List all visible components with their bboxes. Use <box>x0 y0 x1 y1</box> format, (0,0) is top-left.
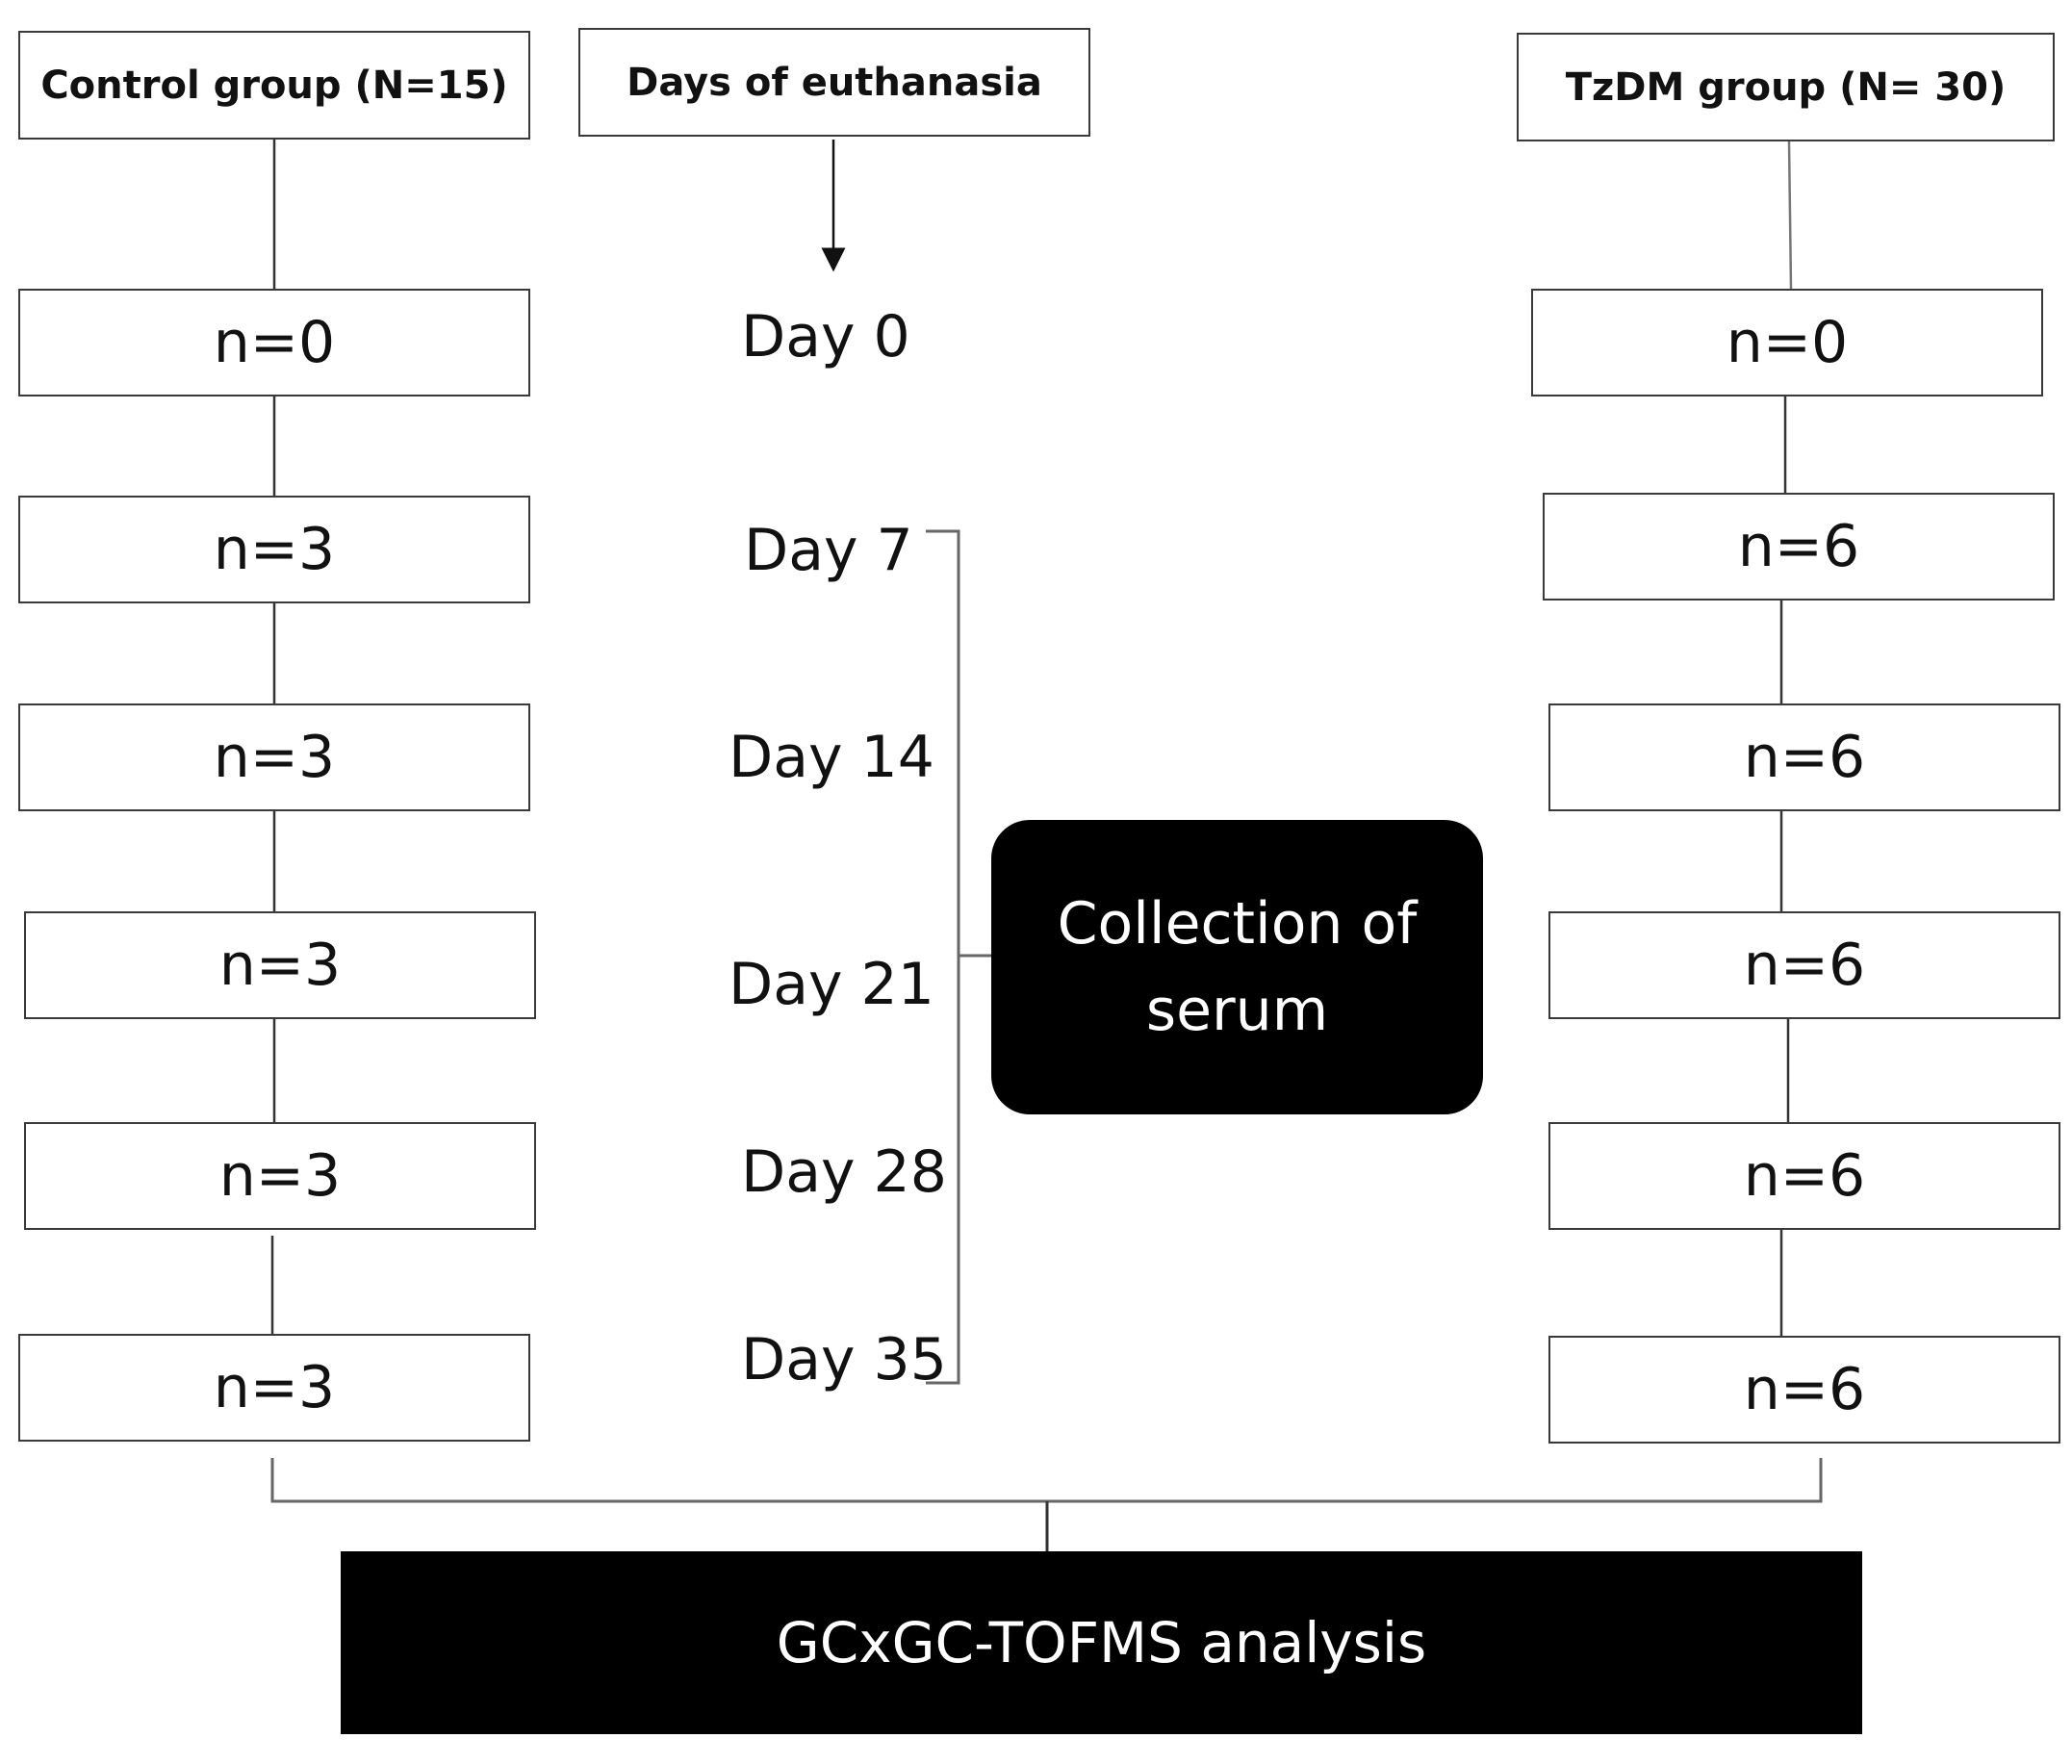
control-count-box: n=3 <box>18 1334 530 1442</box>
analysis-label: GCxGC-TOFMS analysis <box>776 1610 1427 1675</box>
days-title: Days of euthanasia <box>627 60 1042 105</box>
merge-line <box>270 1458 1823 1503</box>
day-label-35: Day 35 <box>741 1326 947 1393</box>
control-count-box: n=3 <box>18 703 530 811</box>
tzdm-count-box: n=6 <box>1543 493 2055 601</box>
collection-label-line-2: serum <box>1145 977 1329 1044</box>
control-count-box: n=3 <box>24 1122 536 1230</box>
control-count-day-7: n=3 <box>213 516 336 583</box>
collection-of-serum-box: Collection of serum <box>991 820 1483 1114</box>
tzdm-count-box: n=6 <box>1548 1336 2060 1444</box>
control-count-day-0: n=0 <box>213 309 336 376</box>
tzdm-group-title: TzDM group (N= 30) <box>1565 64 2007 110</box>
gcxgc-tofms-analysis-box: GCxGC-TOFMS analysis <box>341 1551 1862 1734</box>
day-label-21: Day 21 <box>729 951 934 1018</box>
control-count-day-21: n=3 <box>218 932 342 999</box>
tzdm-count-day-0: n=0 <box>1726 309 1849 376</box>
tzdm-count-box: n=0 <box>1531 289 2043 396</box>
control-group-title: Control group (N=15) <box>40 63 508 108</box>
control-count-day-35: n=3 <box>213 1354 336 1421</box>
control-count-box: n=3 <box>18 496 530 603</box>
day-label-14: Day 14 <box>729 724 934 791</box>
day-label-28: Day 28 <box>741 1138 947 1206</box>
collection-label-line-1: Collection of <box>1057 890 1418 958</box>
tzdm-count-day-28: n=6 <box>1743 1142 1866 1210</box>
tzdm-count-day-7: n=6 <box>1737 513 1860 580</box>
control-count-box: n=3 <box>24 911 536 1019</box>
tzdm-count-box: n=6 <box>1548 911 2060 1019</box>
control-count-box: n=0 <box>18 289 530 396</box>
control-group-header: Control group (N=15) <box>18 31 530 140</box>
tzdm-count-day-21: n=6 <box>1743 932 1866 999</box>
day-label-7: Day 7 <box>744 517 913 584</box>
tzdm-count-day-35: n=6 <box>1743 1356 1866 1423</box>
tzdm-count-box: n=6 <box>1548 703 2060 811</box>
tzdm-group-header: TzDM group (N= 30) <box>1517 33 2055 141</box>
control-count-day-14: n=3 <box>213 724 336 791</box>
control-count-day-28: n=3 <box>218 1142 342 1210</box>
tzdm-count-day-14: n=6 <box>1743 724 1866 791</box>
tzdm-connector <box>1787 141 1793 290</box>
day-label-0: Day 0 <box>741 303 910 371</box>
days-header: Days of euthanasia <box>578 28 1090 137</box>
tzdm-count-box: n=6 <box>1548 1122 2060 1230</box>
